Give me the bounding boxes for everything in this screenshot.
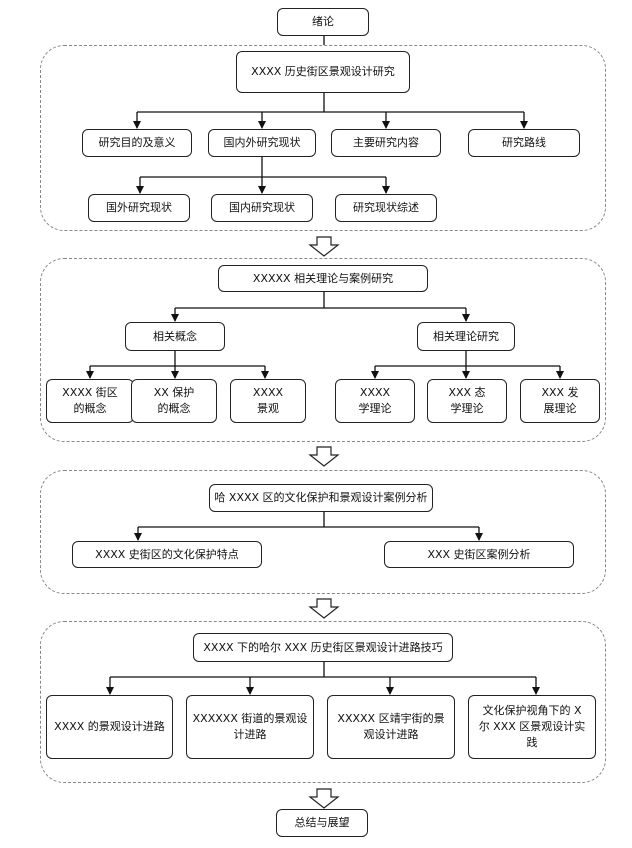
s1-node-purpose: 研究目的及意义 — [82, 129, 192, 157]
s2-node-theories: 相关理论研究 — [417, 322, 515, 351]
s2-title-node: XXXXX 相关理论与案例研究 — [218, 265, 428, 292]
section-theory-cases — [40, 258, 606, 442]
section-research-overview — [40, 45, 606, 231]
s3-node-left: XXXX 史街区的文化保护特点 — [72, 541, 262, 568]
s4-leaf-4: 文化保护视角下的 X 尔 XXX 区景观设计实 践 — [468, 695, 596, 759]
section-case-analysis — [40, 470, 606, 594]
flow-arrow-4 — [308, 788, 340, 809]
s1-node-content: 主要研究内容 — [331, 129, 441, 157]
s1-node-summary: 研究现状综述 — [335, 194, 437, 222]
s4-leaf-3: XXXXX 区靖宇街的景 观设计进路 — [327, 695, 455, 759]
s1-node-domestic: 国内研究现状 — [211, 194, 313, 222]
s1-node-foreign: 国外研究现状 — [88, 194, 190, 222]
flow-arrow-3 — [308, 598, 340, 619]
s4-title-node: XXXX 下的哈尔 XXX 历史街区景观设计进路技巧 — [193, 633, 453, 662]
intro-node: 绪论 — [277, 8, 369, 36]
s2-leaf-4: XXXX 学理论 — [335, 379, 415, 423]
section-design-approaches — [40, 621, 606, 783]
s2-leaf-1: XXXX 街区 的概念 — [46, 379, 134, 423]
s3-node-right: XXX 史街区案例分析 — [384, 541, 574, 568]
s1-node-status: 国内外研究现状 — [208, 129, 316, 157]
s1-node-route: 研究路线 — [468, 129, 580, 157]
s2-leaf-2: XX 保护 的概念 — [131, 379, 217, 423]
s2-leaf-3: XXXX 景观 — [230, 379, 306, 423]
s2-leaf-5: XXX 态 学理论 — [427, 379, 507, 423]
flow-arrow-2 — [308, 446, 340, 467]
s1-title-node: XXXX 历史街区景观设计研究 — [236, 51, 410, 93]
conclusion-node: 总结与展望 — [276, 809, 368, 837]
s2-leaf-6: XXX 发 展理论 — [520, 379, 600, 423]
s2-node-concepts: 相关概念 — [125, 322, 225, 351]
s4-leaf-1: XXXX 的景观设计进路 — [46, 695, 173, 759]
flow-arrow-1 — [308, 236, 340, 257]
s4-leaf-2: XXXXXX 街道的景观设 计进路 — [186, 695, 314, 759]
s3-title-node: 哈 XXXX 区的文化保护和景观设计案例分析 — [209, 484, 433, 512]
